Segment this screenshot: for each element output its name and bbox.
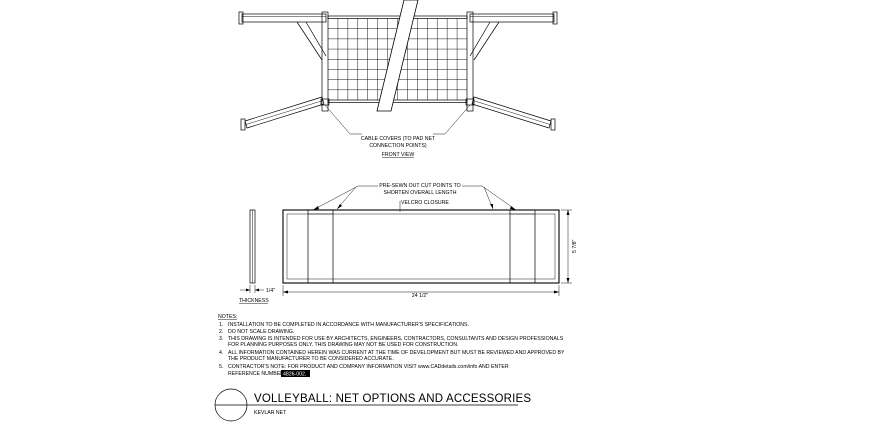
right-top-arm — [469, 11, 558, 25]
drawing-title: VOLLEYBALL: NET OPTIONS AND ACCESSORIES — [254, 393, 531, 405]
side-view: PRE-SEWN OUT CUT POINTS TO SHORTEN OVERA… — [239, 183, 578, 304]
cable-cover-callout-line2: CONNECTION POINTS) — [369, 143, 427, 149]
reference-number: 4826-002. — [283, 372, 306, 378]
reference-number-highlight — [281, 370, 310, 377]
note-2-text: DO NOT SCALE DRAWING. — [228, 329, 294, 335]
note-3-num: 3. — [219, 336, 223, 342]
note-4-text-cont: THE PRODUCT MANUFACTURER TO BE CONSIDERE… — [228, 356, 394, 362]
notes-heading: NOTES: — [218, 314, 237, 320]
drawing-subtitle: KEVLAR NET — [254, 410, 287, 416]
title-block: VOLLEYBALL: NET OPTIONS AND ACCESSORIES … — [214, 388, 531, 422]
height-dimension: 5 7/8" — [561, 209, 578, 284]
note-4-num: 4. — [219, 350, 223, 356]
presewn-leaders — [312, 185, 517, 211]
cable-cover-leaders — [324, 104, 471, 135]
left-lower-arm — [240, 96, 325, 131]
presewn-callout-line1: PRE-SEWN OUT CUT POINTS TO — [379, 183, 460, 189]
height-dim-text: 5 7/8" — [572, 239, 578, 253]
net-bottom-band — [327, 99, 468, 103]
note-3-text-cont: FOR PLANNING PURPOSES ONLY. THIS DRAWING… — [228, 342, 458, 348]
right-lower-arm — [471, 96, 556, 131]
length-dim-text: 24 1/2" — [412, 293, 428, 299]
notes-block: NOTES: 1. INSTALLATION TO BE COMPLETED I… — [218, 314, 565, 378]
net-mesh — [328, 18, 467, 100]
length-dimension: 24 1/2" — [282, 285, 560, 299]
note-2-num: 2. — [219, 329, 223, 335]
diagonal-board — [376, 0, 419, 112]
net-top-band — [327, 15, 468, 19]
note-3-text: THIS DRAWING IS INTENDED FOR USE BY ARCH… — [228, 336, 564, 342]
note-1-text: INSTALLATION TO BE COMPLETED IN ACCORDAN… — [228, 322, 469, 328]
thickness-detail: 1/4" THICKNESS — [239, 209, 275, 304]
note-1-num: 1. — [219, 322, 223, 328]
left-diagonal-support — [296, 21, 327, 61]
left-net-post — [321, 11, 329, 112]
note-5-num: 5. — [219, 364, 223, 370]
thickness-dim-text: 1/4" — [266, 288, 275, 294]
thickness-label: THICKNESS — [239, 298, 269, 304]
velcro-closure-label: VELCRO CLOSURE — [401, 200, 449, 206]
presewn-callout-line2: SHORTEN OVERALL LENGTH — [384, 190, 457, 196]
left-top-arm — [238, 11, 327, 25]
right-diagonal-support — [469, 21, 500, 61]
net-pad-elevation — [282, 209, 560, 284]
reference-label: REFERENCE NUMBER — [228, 371, 284, 377]
note-5-text: CONTRACTOR'S NOTE: FOR PRODUCT AND COMPA… — [228, 364, 509, 370]
front-view-label: FRONT VIEW — [382, 152, 415, 158]
right-net-post — [466, 11, 474, 112]
note-4-text: ALL INFORMATION CONTAINED HEREIN WAS CUR… — [228, 350, 565, 356]
front-view: CABLE COVERS (TO PAD NET CONNECTION POIN… — [238, 0, 558, 158]
cable-cover-callout-line1: CABLE COVERS (TO PAD NET — [361, 136, 436, 142]
